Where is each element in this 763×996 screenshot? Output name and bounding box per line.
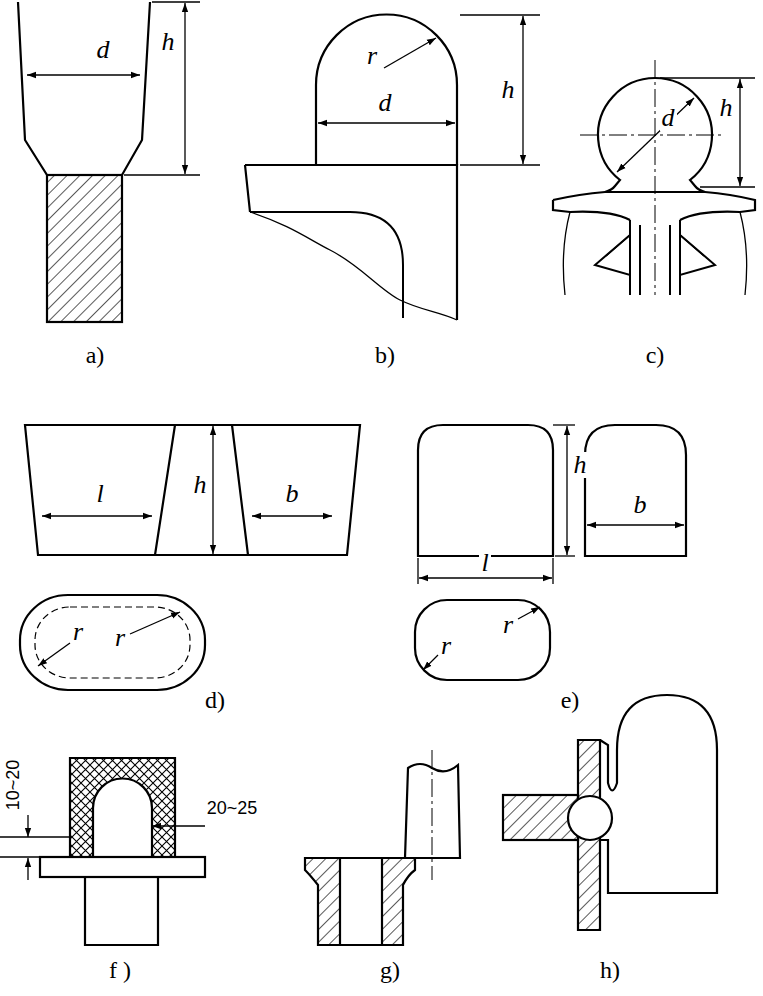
dimension-symbol: r <box>113 625 127 651</box>
dimension-symbol: d <box>377 90 394 116</box>
figure-caption: f ) <box>107 958 133 982</box>
figure-caption: d) <box>203 688 227 712</box>
dimension-symbol: r <box>439 633 453 659</box>
dimension-symbol: h <box>192 472 209 498</box>
figure-caption: e) <box>559 688 582 712</box>
figure-caption: g) <box>378 958 402 982</box>
dimension-symbol: r <box>365 43 379 69</box>
dimension-value: 10~20 <box>4 758 22 813</box>
dimension-symbol: l <box>479 550 490 576</box>
dimension-symbol: d <box>95 37 112 63</box>
figure-caption: a) <box>84 343 107 367</box>
figure-caption: c) <box>644 343 667 367</box>
dimension-symbol: b <box>284 481 301 507</box>
dimension-symbol: r <box>71 619 85 645</box>
dimension-symbol: h <box>160 29 177 55</box>
dimension-symbol: h <box>572 452 589 478</box>
dimension-symbol: h <box>718 95 735 121</box>
figure-caption: b) <box>373 343 397 367</box>
dimension-symbol: d <box>660 105 677 131</box>
figure-caption: h) <box>598 958 622 982</box>
dimension-symbol: l <box>94 481 105 507</box>
dimension-symbol: b <box>632 492 649 518</box>
dimension-value: 20~25 <box>205 799 260 817</box>
dimension-symbol: r <box>501 612 515 638</box>
dimension-symbol: h <box>500 77 517 103</box>
